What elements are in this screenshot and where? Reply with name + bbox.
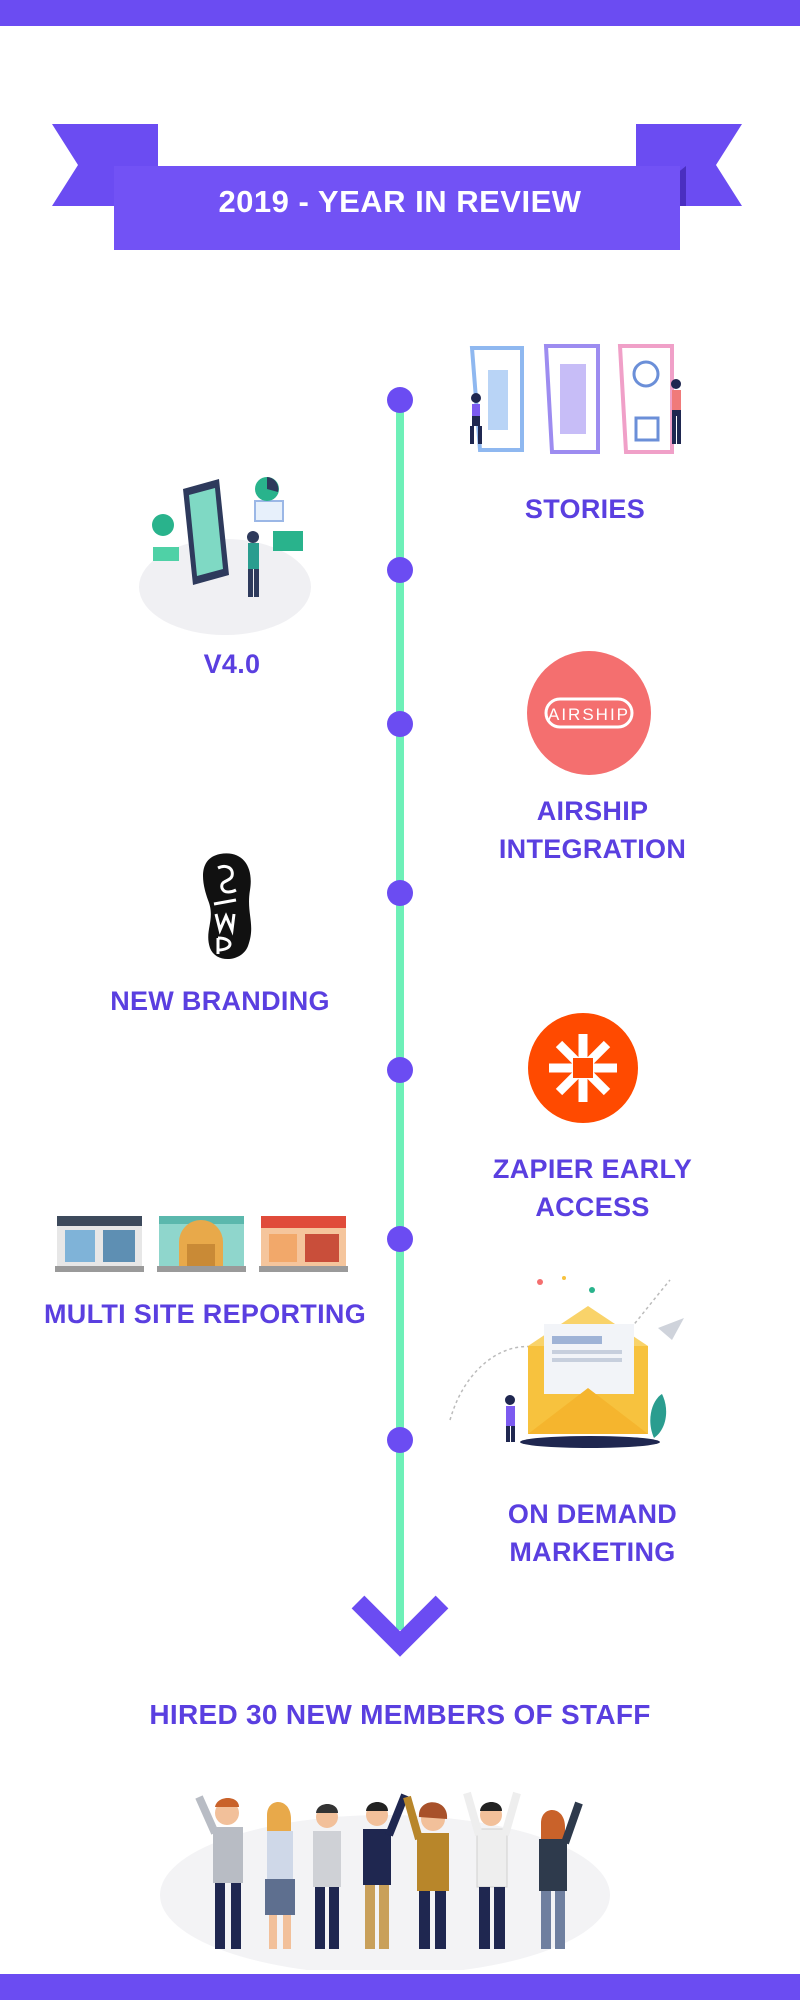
stories-illustration <box>469 344 681 454</box>
banner-title: 2019 - YEAR IN REVIEW <box>218 184 582 219</box>
celebrating-staff-illustration <box>160 1791 610 1970</box>
person <box>463 1791 521 1949</box>
svg-text:AIRSHIP: AIRSHIP <box>548 705 630 724</box>
timeline-line <box>396 400 404 1630</box>
milestone-label: V4.0 <box>203 649 261 679</box>
airship-logo: AIRSHIP <box>527 651 651 775</box>
milestone-label: STORIES <box>524 494 646 524</box>
person <box>313 1804 341 1949</box>
timeline-dot <box>387 880 413 906</box>
milestone-label: AIRSHIP INTEGRATION <box>498 796 687 864</box>
timeline-dot <box>387 557 413 583</box>
timeline-dot <box>387 711 413 737</box>
title-banner: 2019 - YEAR IN REVIEW <box>0 120 800 260</box>
timeline-arrow-icon <box>351 1595 449 1657</box>
ribbon-shape <box>52 124 742 250</box>
milestone-label: MULTI SITE REPORTING <box>44 1299 366 1329</box>
person <box>265 1801 295 1949</box>
person <box>403 1795 449 1949</box>
staff-headline: HIRED 30 NEW MEMBERS OF STAFF <box>149 1699 651 1730</box>
top-bar <box>0 0 800 26</box>
milestone-label: ZAPIER EARLY ACCESS <box>492 1154 693 1222</box>
person <box>195 1795 243 1949</box>
stampede-logo <box>203 853 252 960</box>
mobile-app-illustration <box>139 477 311 635</box>
timeline-dot <box>387 1226 413 1252</box>
email-marketing-illustration <box>449 1276 684 1448</box>
timeline-dot <box>387 387 413 413</box>
zapier-logo <box>528 1013 638 1123</box>
person <box>363 1793 409 1949</box>
person <box>539 1801 583 1949</box>
timeline-dot <box>387 1057 413 1083</box>
milestone-label: ON DEMAND MARKETING <box>507 1499 678 1567</box>
timeline-dot <box>387 1427 413 1453</box>
bottom-bar <box>0 1974 800 2000</box>
storefronts-illustration <box>55 1216 348 1272</box>
milestone-label: NEW BRANDING <box>110 986 330 1016</box>
